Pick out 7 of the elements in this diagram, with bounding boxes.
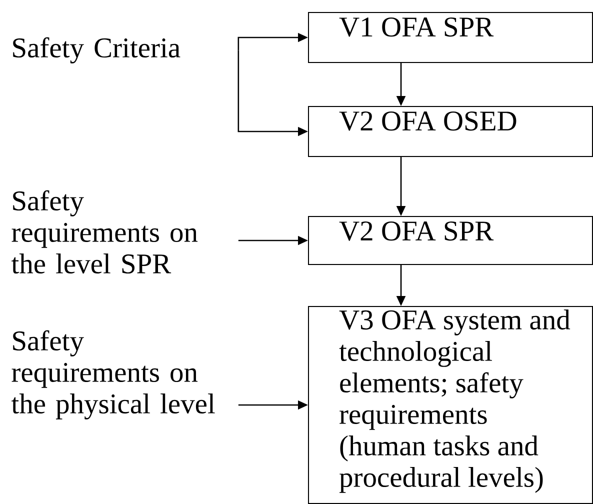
process-box: V3 OFA system and technological elements; safety requirements (human tasks and procedural levels) [308,306,593,504]
process-box: V1 OFA SPR [308,12,593,63]
input-label: Safety requirements on the level SPR [11,190,198,274]
input-label: Safety Criteria [13,37,180,64]
process-box: V2 OFA OSED [308,106,593,157]
process-box: V2 OFA SPR [308,216,593,265]
input-label: Safety requirements on the physical level [11,330,215,420]
